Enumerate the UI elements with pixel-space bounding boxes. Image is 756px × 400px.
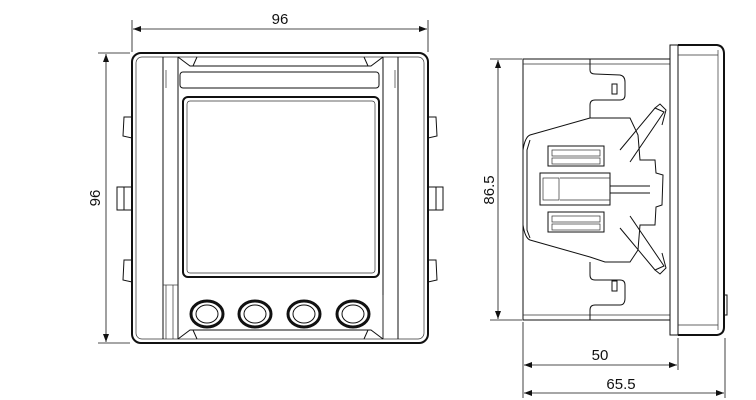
side-depth-dimensions: 50 65.5 xyxy=(522,322,726,398)
button-3 xyxy=(286,299,322,329)
depth-body-label: 50 xyxy=(592,347,609,364)
terminal-block xyxy=(522,117,664,263)
side-height-label: 86.5 xyxy=(481,175,498,204)
front-view: 96 96 xyxy=(87,11,444,344)
mounting-tabs xyxy=(116,116,444,283)
bezel-side xyxy=(669,44,679,336)
latch-arms xyxy=(619,103,667,275)
front-height-dimension: 96 xyxy=(87,52,130,344)
label-strip xyxy=(179,71,380,89)
front-width-dimension: 96 xyxy=(131,11,429,52)
side-height-dimension: 86.5 xyxy=(481,58,522,321)
button-2 xyxy=(237,299,273,329)
depth-total-label: 65.5 xyxy=(606,376,635,393)
button-1 xyxy=(189,299,225,329)
front-height-label: 96 xyxy=(87,190,104,207)
side-view: 86.5 xyxy=(481,44,728,398)
bezel-outline xyxy=(131,52,429,344)
button-4 xyxy=(335,299,371,329)
front-buttons xyxy=(189,299,371,329)
housing-body xyxy=(522,58,671,321)
front-cover xyxy=(678,44,725,336)
display-screen xyxy=(182,96,380,278)
front-width-label: 96 xyxy=(272,11,289,28)
